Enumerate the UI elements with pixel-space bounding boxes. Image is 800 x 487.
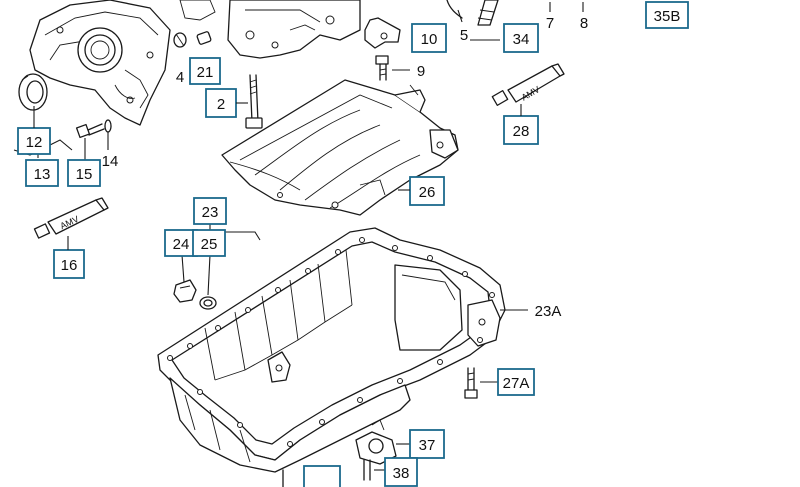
long-bolt-drawing	[245, 74, 263, 129]
callout-24-label: 24	[173, 236, 190, 253]
callout-26-label: 26	[419, 184, 436, 201]
engine-block-drawing	[179, 0, 361, 59]
bolt-washer-drawing	[75, 119, 112, 160]
callout-25-label: 25	[201, 236, 218, 253]
callout-35b[interactable]: 35B	[645, 1, 689, 29]
timing-cover-drawing	[29, 0, 171, 126]
partial-callout-box	[303, 465, 341, 487]
callout-34[interactable]: 34	[503, 23, 539, 53]
oil-sensor-drawing	[355, 419, 410, 481]
label-9: 9	[417, 63, 425, 80]
callout-12-label: 12	[26, 134, 43, 151]
callout-10-label: 10	[421, 31, 438, 48]
callout-15-label: 15	[76, 166, 93, 183]
callout-28[interactable]: 28	[503, 104, 539, 145]
callout-25[interactable]: 25	[192, 229, 226, 257]
callout-21-label: 21	[197, 64, 214, 81]
callout-10[interactable]: 10	[411, 23, 447, 53]
callout-26[interactable]: 26	[398, 176, 445, 206]
callout-37-label: 37	[419, 437, 436, 454]
callout-27a-label: 27A	[503, 375, 530, 392]
label-4: 4	[176, 69, 184, 86]
bracket-bolt-drawing	[364, 17, 410, 81]
callout-35b-label: 35B	[654, 8, 681, 25]
callout-28-label: 28	[513, 123, 530, 140]
callout-13[interactable]: 13	[25, 159, 59, 187]
label-7: 7	[546, 15, 554, 32]
callout-12[interactable]: 12	[17, 106, 51, 155]
label-8: 8	[580, 15, 588, 32]
callout-23[interactable]: 23	[193, 197, 227, 225]
callout-27a[interactable]: 27A	[497, 368, 535, 396]
drain-plug-drawing	[173, 254, 217, 310]
callout-37[interactable]: 37	[409, 429, 445, 459]
label-23a: 23A	[535, 303, 562, 320]
callout-2[interactable]: 2	[205, 88, 248, 118]
callout-23-label: 23	[202, 204, 219, 221]
sealant-tube-28: AMV	[491, 63, 565, 106]
plug-part-drawing	[173, 31, 212, 48]
callout-13-label: 13	[34, 166, 51, 183]
label-5: 5	[460, 27, 468, 44]
callout-16[interactable]: 16	[53, 236, 85, 279]
dipstick-tube-drawing	[446, 0, 500, 41]
callout-34-label: 34	[513, 31, 530, 48]
baffle-plate-drawing	[221, 79, 459, 216]
label-14: 14	[102, 153, 119, 170]
callout-38-label: 38	[393, 465, 410, 482]
sealant-tube-16: AMV	[33, 197, 109, 239]
oil-pan-drawing	[157, 227, 506, 473]
callout-16-label: 16	[61, 257, 78, 274]
oil-seal-drawing	[18, 73, 48, 111]
callout-24[interactable]: 24	[164, 229, 198, 257]
bolt-27a-drawing	[464, 367, 498, 399]
callout-38[interactable]: 38	[384, 457, 418, 487]
callout-15[interactable]: 15	[67, 159, 101, 187]
callout-2-label: 2	[217, 96, 225, 113]
callout-21[interactable]: 21	[189, 57, 221, 85]
